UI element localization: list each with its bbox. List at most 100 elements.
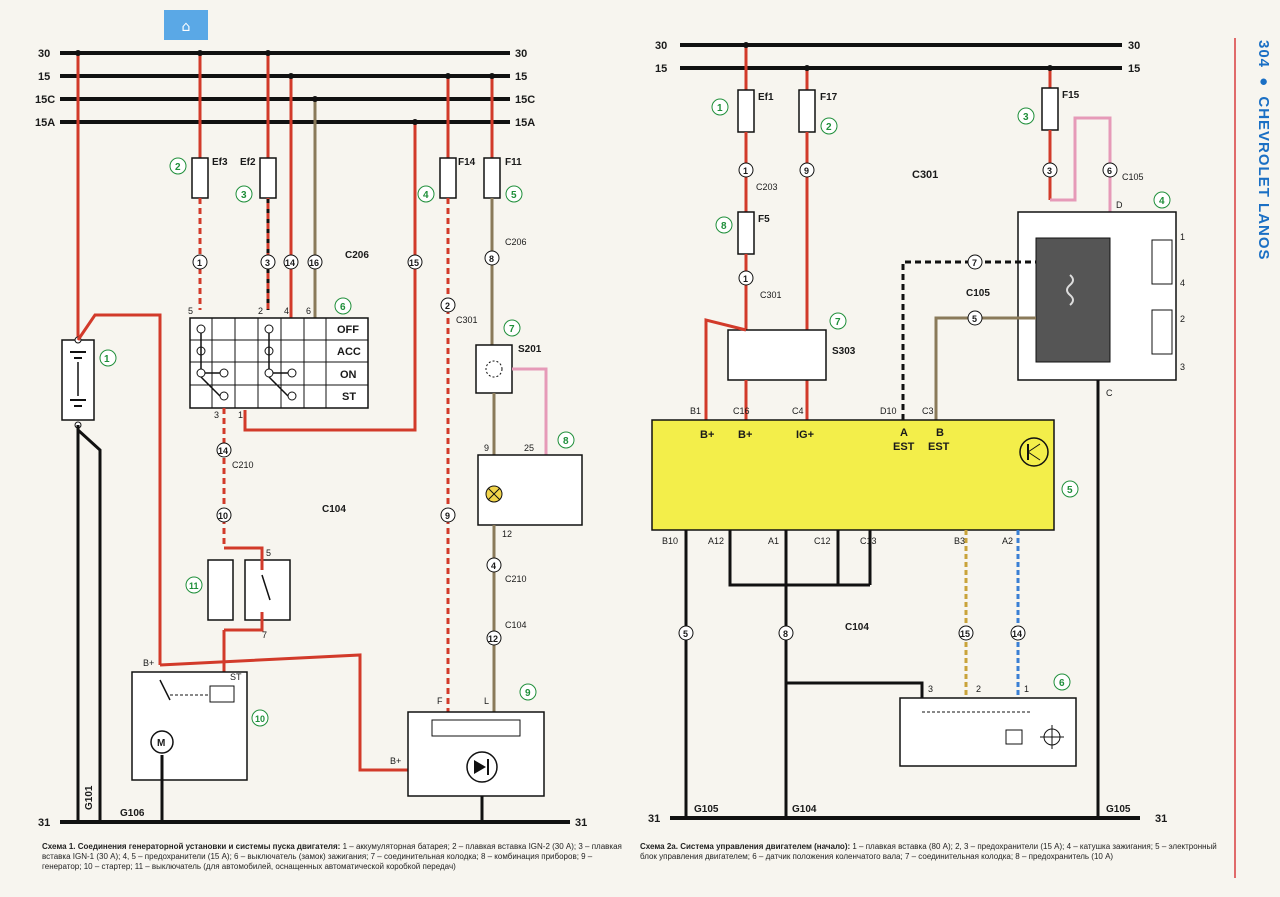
svg-text:C301: C301 <box>760 290 782 300</box>
ignition-switch-num: 6 <box>340 302 346 313</box>
svg-text:5: 5 <box>683 629 688 639</box>
svg-text:1: 1 <box>1024 684 1029 694</box>
svg-text:9: 9 <box>804 166 809 176</box>
svg-text:4: 4 <box>1159 196 1165 207</box>
svg-text:A: A <box>900 427 908 439</box>
caption-schema2-title: Схема 2а. Система управления двигателем … <box>640 842 851 851</box>
svg-text:C104: C104 <box>845 622 869 633</box>
battery-num: 1 <box>104 354 110 365</box>
engine-ecu: B1 C16 C4 D10 C3 B+ B+ IG+ A EST B EST 5… <box>651 406 1079 546</box>
crankshaft-sensor: 3 2 1 6 <box>899 673 1077 767</box>
svg-text:B+: B+ <box>143 658 154 668</box>
fuse-f11-num: 5 <box>511 190 517 201</box>
svg-text:C3: C3 <box>922 406 934 416</box>
svg-text:10: 10 <box>218 511 228 521</box>
svg-text:7: 7 <box>262 630 267 640</box>
home-tab[interactable]: ⌂ <box>164 10 208 40</box>
svg-text:30: 30 <box>655 40 667 52</box>
svg-text:3: 3 <box>265 258 270 268</box>
c210b-label: C210 <box>505 574 527 584</box>
svg-text:1: 1 <box>743 274 748 284</box>
svg-text:1: 1 <box>238 410 243 420</box>
svg-text:EST: EST <box>928 441 950 453</box>
fuse-ef3-label: Ef3 <box>212 157 228 168</box>
svg-text:15: 15 <box>960 629 970 639</box>
battery-callout <box>99 349 117 367</box>
svg-text:F: F <box>437 696 443 706</box>
svg-text:G104: G104 <box>792 804 817 815</box>
svg-text:3: 3 <box>1023 112 1029 123</box>
c206b-label: C206 <box>505 237 527 247</box>
bus-label-15a-right: 15A <box>515 117 535 129</box>
svg-text:EST: EST <box>893 441 915 453</box>
svg-text:C301: C301 <box>912 169 938 181</box>
switch-on: ON <box>340 369 357 381</box>
svg-text:6: 6 <box>1107 166 1112 176</box>
svg-text:2: 2 <box>826 122 832 133</box>
svg-text:6: 6 <box>1059 678 1065 689</box>
ground-g101: G101 <box>84 785 95 810</box>
svg-text:9: 9 <box>484 443 489 453</box>
caption-schema1-title: Схема 1. Соединения генераторной установ… <box>42 842 341 851</box>
bus-label-30-left: 30 <box>38 48 50 60</box>
page-number: 304 <box>1255 40 1272 69</box>
bus-label-15c-right: 15C <box>515 94 535 106</box>
fuse-ef3-num: 2 <box>175 162 181 173</box>
c301-label: C301 <box>456 315 478 325</box>
svg-text:1: 1 <box>743 166 748 176</box>
svg-text:7: 7 <box>835 317 841 328</box>
svg-text:C: C <box>1106 388 1113 398</box>
cluster-num: 8 <box>563 436 569 447</box>
svg-text:3: 3 <box>1047 166 1052 176</box>
fuse-ef2 <box>259 157 277 199</box>
splice-s201 <box>475 344 513 394</box>
ground-label-left: 31 <box>38 817 50 829</box>
svg-text:12: 12 <box>502 529 512 539</box>
svg-text:C13: C13 <box>860 536 877 546</box>
schema1: 30 15 15C 15A 30 15 15C 15A 31 31 1 G101… <box>35 48 587 829</box>
svg-text:16: 16 <box>309 258 319 268</box>
ground-g106: G106 <box>120 808 145 819</box>
page-title: CHEVROLET LANOS <box>1255 96 1272 261</box>
svg-text:C203: C203 <box>756 182 778 192</box>
svg-text:B10: B10 <box>662 536 678 546</box>
ground-label-right: 31 <box>575 817 587 829</box>
fuse-f15 <box>1041 87 1059 131</box>
svg-text:4: 4 <box>284 306 289 316</box>
svg-text:3: 3 <box>928 684 933 694</box>
svg-text:1: 1 <box>1180 232 1185 242</box>
svg-text:C105: C105 <box>966 288 990 299</box>
fuse-f17 <box>798 89 816 133</box>
svg-text:8: 8 <box>783 629 788 639</box>
switch-11: 5 7 11 <box>185 546 291 640</box>
switch-off: OFF <box>337 324 359 336</box>
caption-schema1: Схема 1. Соединения генераторной установ… <box>42 842 622 872</box>
svg-text:3: 3 <box>1180 362 1185 372</box>
svg-text:6: 6 <box>306 306 311 316</box>
fuse-ef3 <box>191 157 209 199</box>
svg-text:A1: A1 <box>768 536 779 546</box>
fuse-f14-label: F14 <box>458 157 476 168</box>
home-icon: ⌂ <box>181 19 191 35</box>
svg-text:2: 2 <box>1180 314 1185 324</box>
generator: F L B+ 9 <box>390 683 545 797</box>
svg-text:F15: F15 <box>1062 90 1080 101</box>
starter: B+ ST M 10 <box>131 658 269 781</box>
svg-text:G105: G105 <box>694 804 719 815</box>
svg-text:15: 15 <box>409 258 419 268</box>
caption-schema2-text: 1 – плавкая вставка (80 А); 2, 3 – предо… <box>640 842 1217 861</box>
svg-text:G105: G105 <box>1106 804 1131 815</box>
fuse-f14-num: 4 <box>423 190 429 201</box>
svg-text:31: 31 <box>648 813 660 825</box>
fuse-ef1 <box>737 89 755 133</box>
fuse-f11-label: F11 <box>505 157 522 168</box>
svg-text:2: 2 <box>258 306 263 316</box>
svg-text:1: 1 <box>717 103 723 114</box>
fuse-ef2-num: 3 <box>241 190 247 201</box>
svg-text:F5: F5 <box>758 214 770 225</box>
svg-text:7: 7 <box>972 258 977 268</box>
bus-label-15a-left: 15A <box>35 117 55 129</box>
svg-text:F17: F17 <box>820 92 838 103</box>
svg-text:IG+: IG+ <box>796 429 814 441</box>
